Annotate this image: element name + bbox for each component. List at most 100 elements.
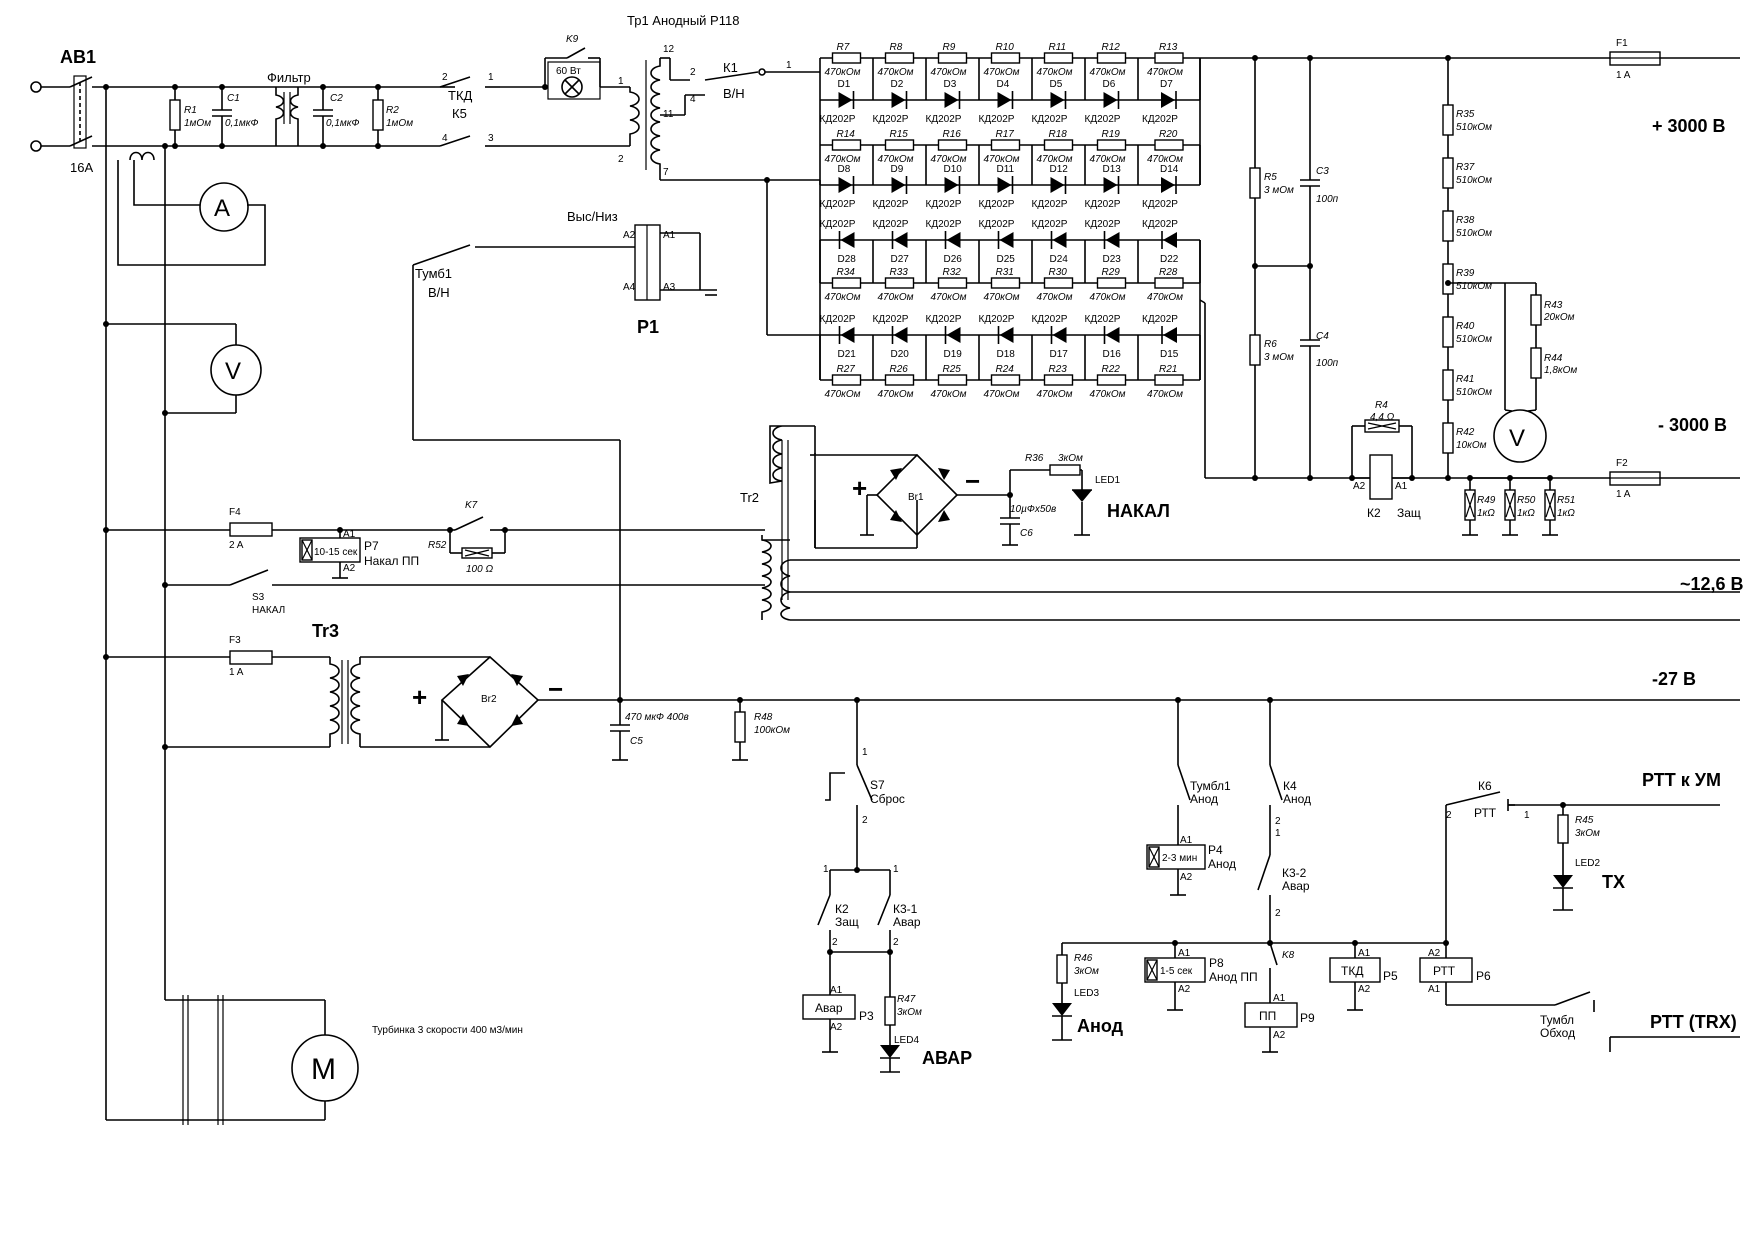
svg-text:D23: D23 xyxy=(1103,254,1122,265)
svg-text:D20: D20 xyxy=(891,349,910,360)
svg-text:КД202Р: КД202Р xyxy=(1085,219,1121,230)
vn-label: В/Н xyxy=(723,86,745,101)
svg-text:R14: R14 xyxy=(837,129,856,140)
p5-pin-a2: A2 xyxy=(1358,984,1371,995)
svg-text:470кОм: 470кОм xyxy=(1090,154,1126,165)
led2-label: LED2 xyxy=(1575,858,1600,869)
svg-text:R23: R23 xyxy=(1049,364,1068,375)
r52-label: R52 xyxy=(428,540,447,551)
k32-pin-2: 2 xyxy=(1275,908,1281,919)
svg-text:470кОм: 470кОм xyxy=(1147,389,1183,400)
svg-text:R16: R16 xyxy=(943,129,962,140)
tumbl1-sub-label: Анод xyxy=(1190,792,1218,806)
svg-text:470кОм: 470кОм xyxy=(984,389,1020,400)
p5-relay-coil xyxy=(1329,957,1381,983)
p6-pin-a1: A1 xyxy=(1428,984,1441,995)
p7-pin-a1: A1 xyxy=(343,529,356,540)
svg-text:R38: R38 xyxy=(1456,215,1475,226)
p1-pin-a3: A3 xyxy=(663,282,676,293)
r49-resistor: R49 1кΩ xyxy=(1462,475,1496,536)
motor-label: M xyxy=(311,1053,336,1086)
svg-text:510кОм: 510кОм xyxy=(1456,281,1492,292)
svg-text:КД202Р: КД202Р xyxy=(926,314,962,325)
svg-text:D4: D4 xyxy=(997,79,1010,90)
svg-text:КД202Р: КД202Р xyxy=(926,114,962,125)
minus-27-label: -27 В xyxy=(1652,669,1696,689)
k6-sub-label: РТТ xyxy=(1474,806,1497,820)
ac126-label: ~12,6 В xyxy=(1680,574,1744,594)
r48-value: 100кОм xyxy=(754,725,790,736)
r50-resistor: R50 1кΩ xyxy=(1502,475,1536,536)
svg-text:R31: R31 xyxy=(996,267,1014,278)
svg-text:R32: R32 xyxy=(943,267,962,278)
p1-pin-a2: A2 xyxy=(623,230,636,241)
ptt-um-label: РТТ к УМ xyxy=(1642,770,1721,790)
ab1-current-label: 16A xyxy=(70,160,93,175)
r45-value: 3кОм xyxy=(1575,828,1600,839)
plus-3000-label: + 3000 В xyxy=(1652,116,1726,136)
svg-text:470кОм: 470кОм xyxy=(984,154,1020,165)
svg-text:R29: R29 xyxy=(1102,267,1121,278)
svg-text:470кОм: 470кОм xyxy=(931,154,967,165)
ptt-trx-label: РТТ (TRX) xyxy=(1650,1012,1737,1032)
led1-label: LED1 xyxy=(1095,475,1120,486)
svg-text:470кОм: 470кОм xyxy=(984,292,1020,303)
r44-label: R44 xyxy=(1544,353,1563,364)
tr1-label: Тр1 Анодный Р118 xyxy=(627,13,739,28)
svg-text:470кОм: 470кОм xyxy=(878,292,914,303)
k2c-pin-2: 2 xyxy=(832,937,838,948)
r36-resistor xyxy=(1049,464,1081,476)
svg-text:КД202Р: КД202Р xyxy=(979,219,1015,230)
br2-label: Br2 xyxy=(481,694,497,705)
svg-text:R15: R15 xyxy=(890,129,909,140)
tumb1-sub-label: В/Н xyxy=(428,285,450,300)
k32-label: К3-2 xyxy=(1282,866,1307,880)
svg-text:R10: R10 xyxy=(996,42,1015,53)
p7-pin-a2: A2 xyxy=(343,563,356,574)
svg-text:КД202Р: КД202Р xyxy=(820,314,856,325)
k9-label: K9 xyxy=(566,34,579,45)
br1-plus: + xyxy=(852,473,867,503)
anod-label: Анод xyxy=(1077,1016,1124,1036)
control-logic-section: 1 2 S7 Сброс 1 2 К2 Защ 1 2 К3-1 Авар Ав… xyxy=(802,697,1740,1073)
c4-value: 100п xyxy=(1316,358,1339,369)
svg-text:D10: D10 xyxy=(944,164,963,175)
c4-label: C4 xyxy=(1316,331,1329,342)
tr1-transformer: Тр1 Анодный Р118 12 1 2 11 7 2 4 1 К1 В/… xyxy=(618,13,820,336)
svg-text:R42: R42 xyxy=(1456,427,1475,438)
p8-pin-a1: A1 xyxy=(1178,948,1191,959)
ladder-resistor: R33 470кОм xyxy=(878,267,915,303)
k31-pin-2: 2 xyxy=(893,937,899,948)
f2-value: 1 A xyxy=(1616,489,1631,500)
svg-text:D14: D14 xyxy=(1160,164,1179,175)
svg-text:D24: D24 xyxy=(1050,254,1069,265)
p8-sub-label: Анод ПП xyxy=(1209,970,1258,984)
p7-box-label: 10-15 сек xyxy=(314,547,358,558)
k2c-sub-label: Защ xyxy=(835,915,859,929)
svg-text:КД202Р: КД202Р xyxy=(1142,219,1178,230)
svg-text:D13: D13 xyxy=(1103,164,1122,175)
svg-text:R33: R33 xyxy=(890,267,909,278)
svg-text:D9: D9 xyxy=(891,164,904,175)
r48-label: R48 xyxy=(754,712,773,723)
svg-text:КД202Р: КД202Р xyxy=(820,199,856,210)
s7-pin-2: 2 xyxy=(862,815,868,826)
turbine-motor-section: M Турбинка 3 скорости 400 м3/мин xyxy=(106,995,523,1125)
c6-value: 10µФх50в xyxy=(1010,504,1056,515)
f4-label: F4 xyxy=(229,507,241,518)
